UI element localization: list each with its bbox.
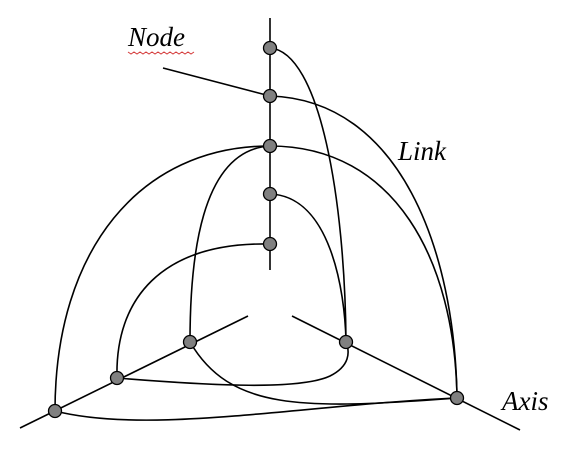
link-1 (269, 47, 347, 343)
node-left-3 (47, 403, 63, 419)
node-label-pointer (162, 67, 271, 97)
nodes (47, 40, 465, 419)
axis-lower-right (291, 315, 521, 431)
link-3 (54, 145, 271, 412)
link-7 (116, 243, 271, 379)
link-8 (116, 341, 349, 387)
link-label: Link (397, 136, 447, 166)
axes (19, 18, 521, 431)
link-5 (189, 145, 271, 343)
node-vertical-4 (262, 186, 278, 202)
node-right-1 (338, 334, 354, 350)
node-vertical-2 (262, 88, 278, 104)
link-10 (54, 397, 458, 421)
link-4 (269, 145, 458, 399)
node-vertical-1 (262, 40, 278, 56)
node-left-1 (182, 334, 198, 350)
axis-label: Axis (500, 386, 549, 416)
link-6 (269, 193, 347, 343)
links (54, 47, 458, 421)
node-label: Node (127, 22, 185, 52)
spellcheck-underline (127, 51, 195, 55)
link-2 (269, 95, 458, 399)
node-vertical-3 (262, 138, 278, 154)
link-9 (189, 341, 458, 405)
node-vertical-5 (262, 236, 278, 252)
node-left-2 (109, 370, 125, 386)
node-right-2 (449, 390, 465, 406)
